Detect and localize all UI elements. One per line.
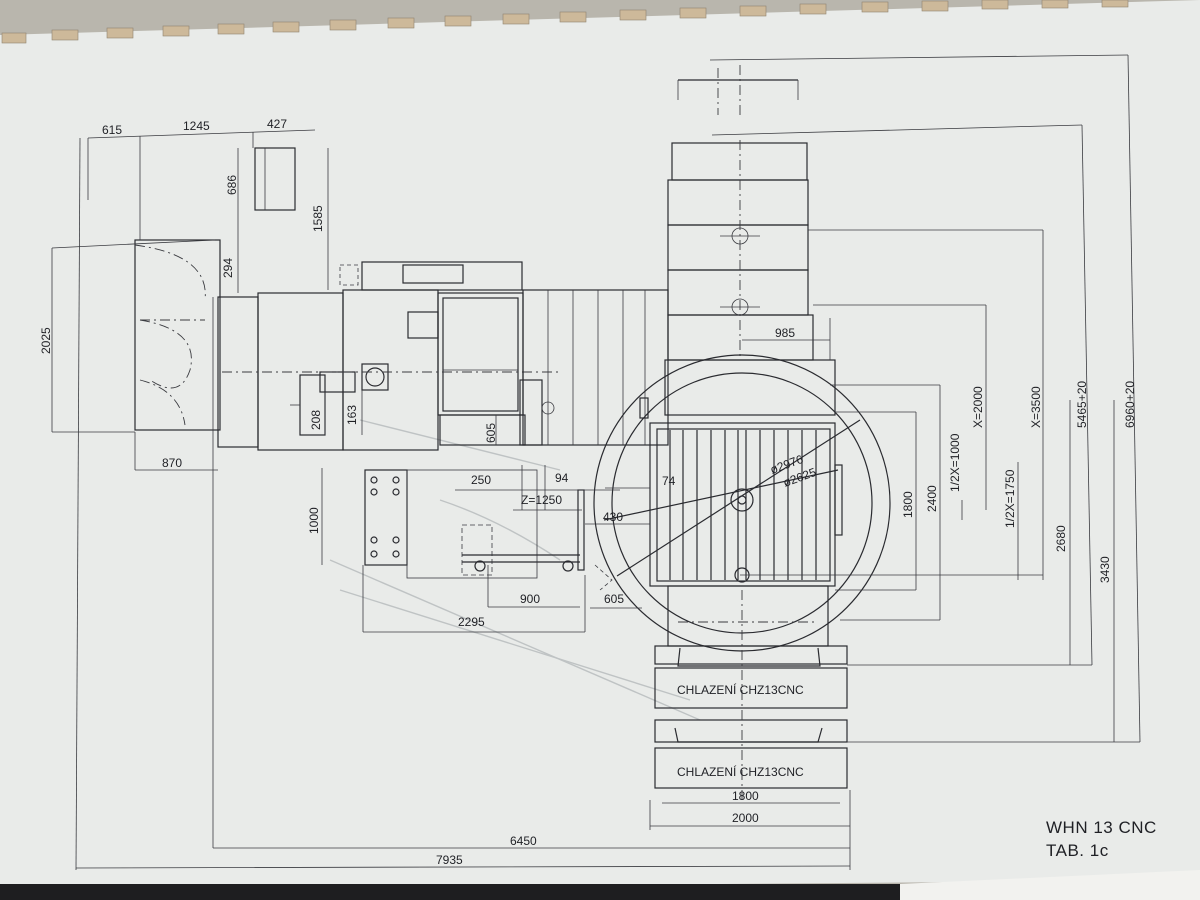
dim-208: 208 (309, 410, 323, 430)
dim-1245: 1245 (183, 119, 210, 133)
dim-x-2000: X=2000 (971, 386, 985, 428)
dim-1000: 1000 (307, 507, 321, 534)
desk-edge (0, 884, 900, 900)
dim-7935: 7935 (436, 853, 463, 867)
dim-5465: 5465+20 (1075, 381, 1089, 428)
underlying-page (900, 870, 1200, 900)
dim-686: 686 (225, 175, 239, 195)
dim-163: 163 (345, 405, 359, 425)
dim-985: 985 (775, 326, 795, 340)
dim-605-vertical: 605 (484, 423, 498, 443)
dim-x-3500: X=3500 (1029, 386, 1043, 428)
dim-2680: 2680 (1054, 525, 1068, 552)
dimension-labels: 615 1245 427 686 1585 294 2025 208 163 6… (39, 117, 1137, 867)
coolant-label-2: CHLAZENÍ CHZ13CNC (677, 764, 804, 779)
dim-870: 870 (162, 456, 182, 470)
top-small-block (254, 147, 296, 211)
dim-6450: 6450 (510, 834, 537, 848)
dim-605-horizontal: 605 (604, 592, 624, 606)
dim-half-x-1000: 1/2X=1000 (948, 433, 962, 492)
dim-2295: 2295 (458, 615, 485, 629)
dim-2000: 2000 (732, 811, 759, 825)
dim-615: 615 (102, 123, 122, 137)
coolant-units (654, 585, 848, 800)
dimension-lines (51, 54, 1141, 871)
dim-2025: 2025 (39, 327, 53, 354)
dim-half-x-1750: 1/2X=1750 (1003, 469, 1017, 528)
dim-1585: 1585 (311, 205, 325, 232)
dim-z-1250: Z=1250 (521, 493, 562, 507)
dim-74: 74 (662, 474, 676, 488)
coolant-label-1: CHLAZENÍ CHZ13CNC (677, 682, 804, 697)
tool-changer-arm (364, 469, 613, 591)
dim-900: 900 (520, 592, 540, 606)
dim-1800-vertical: 1800 (901, 491, 915, 518)
binder-holes (1, 0, 1129, 44)
title-model: WHN 13 CNC (1046, 818, 1157, 837)
dim-94: 94 (555, 471, 569, 485)
machine-column (217, 261, 669, 451)
dim-6960: 6960+20 (1123, 381, 1137, 428)
dim-427: 427 (267, 117, 287, 131)
dim-250: 250 (471, 473, 491, 487)
dim-1800-horizontal: 1800 (732, 789, 759, 803)
dim-2400: 2400 (925, 485, 939, 512)
dim-294: 294 (221, 258, 235, 278)
dim-430: 430 (603, 510, 623, 524)
tool-magazine (134, 239, 221, 431)
title-table: TAB. 1c (1046, 841, 1109, 860)
dim-3430: 3430 (1098, 556, 1112, 583)
